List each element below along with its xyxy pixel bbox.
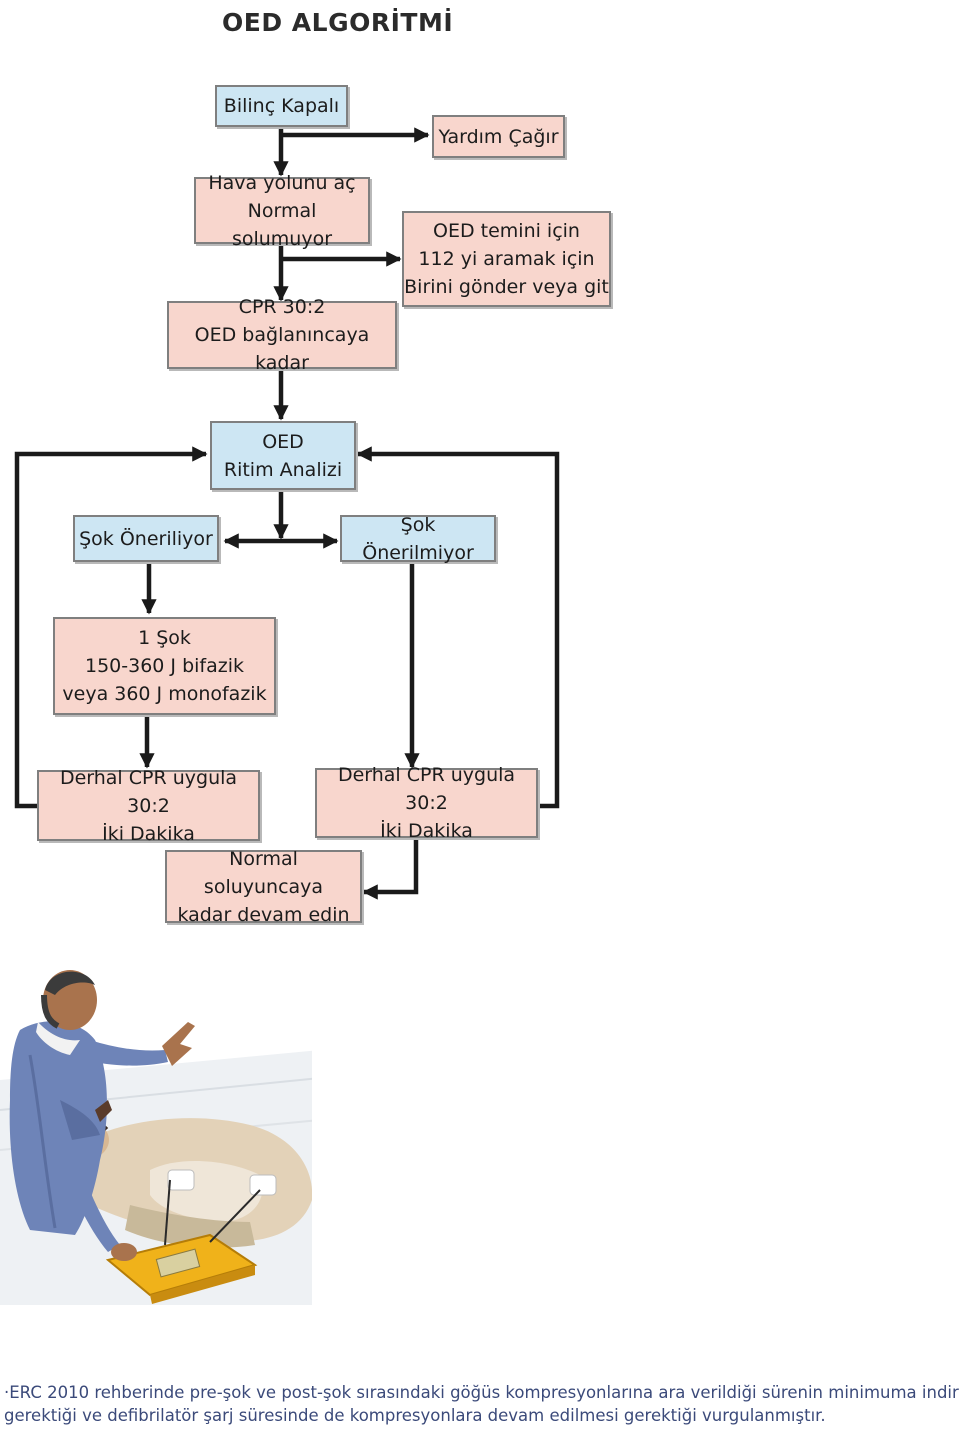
box-1-sok-line-3: veya 360 J monofazik [62,683,267,705]
box-derhal-right-line-2: İki Dakika [380,820,473,842]
box-1-sok: 1 Şok 150-360 J bifazik veya 360 J monof… [53,617,276,715]
box-hava-yolunu-ac: Hava yolunu aç Normal solumuyor [194,172,370,250]
box-yardim-cagir: Yardım Çağır [432,115,565,158]
box-normal-line-1: Normal soluyuncaya [203,847,324,898]
box-derhal-right-line-1: Derhal CPR uygula 30:2 [337,764,516,814]
flowchart-connectors [14,127,560,900]
box-oed-temini-line-2: 112 yi aramak için [418,248,595,270]
box-normal-line-2: kadar devam edin [177,903,350,926]
box-bilinc-text: Bilinç Kapalı [223,95,340,117]
footnote-line-2: gerektiği ve defibrilatör şarj süresinde… [4,1406,826,1425]
box-sok-onerilmiyor: Şok Önerilmiyor [340,514,496,564]
arrow-to-normal [362,838,419,900]
box-sok-onerilmiyor-text: Şok Önerilmiyor [362,513,474,564]
box-oed-temini: OED temini için 112 yi aramak için Birin… [402,211,611,307]
box-oed-temini-line-1: OED temini için [433,220,580,242]
loop-right-to-ritim [356,446,560,809]
aed-illustration [0,970,320,1305]
footnote: ·ERC 2010 rehberinde pre-şok ve post-şok… [4,1381,960,1427]
box-ritim-line-1: OED [262,430,304,453]
page-title: OED ALGORİTMİ [222,8,454,37]
box-derhal-cpr-right: Derhal CPR uygula 30:2 İki Dakika [315,764,538,842]
box-derhal-left-line-2: İki Dakika [102,822,195,845]
box-cpr-line-1: CPR 30:2 [238,296,326,318]
loop-left-to-ritim [14,446,208,809]
box-derhal-cpr-left: Derhal CPR uygula 30:2 İki Dakika [37,767,260,845]
box-normal-soluyuncaya: Normal soluyuncaya kadar devam edin [165,848,362,926]
box-1-sok-line-2: 150-360 J bifazik [85,655,244,677]
box-cpr-30-2: CPR 30:2 OED bağlanıncaya kadar [167,296,397,374]
box-yardim-text: Yardım Çağır [438,125,559,148]
box-cpr-line-2: OED bağlanıncaya kadar [194,324,370,374]
box-sok-oneriliyor: Şok Öneriliyor [73,515,219,562]
footnote-line-1: ·ERC 2010 rehberinde pre-şok ve post-şok… [4,1383,960,1402]
box-derhal-left-line-1: Derhal CPR uygula 30:2 [59,766,238,817]
box-oed-temini-line-3: Birini gönder veya git [404,276,609,298]
box-hava-line-1: Hava yolunu aç [208,171,356,194]
box-hava-line-2: Normal solumuyor [231,199,333,250]
box-bilinc-kapali: Bilinç Kapalı [215,85,348,127]
box-ritim-line-2: Ritim Analizi [223,458,343,481]
box-1-sok-line-1: 1 Şok [138,627,191,649]
box-sok-oneriliyor-text: Şok Öneriliyor [79,527,213,550]
box-oed-ritim-analizi: OED Ritim Analizi [210,421,356,490]
